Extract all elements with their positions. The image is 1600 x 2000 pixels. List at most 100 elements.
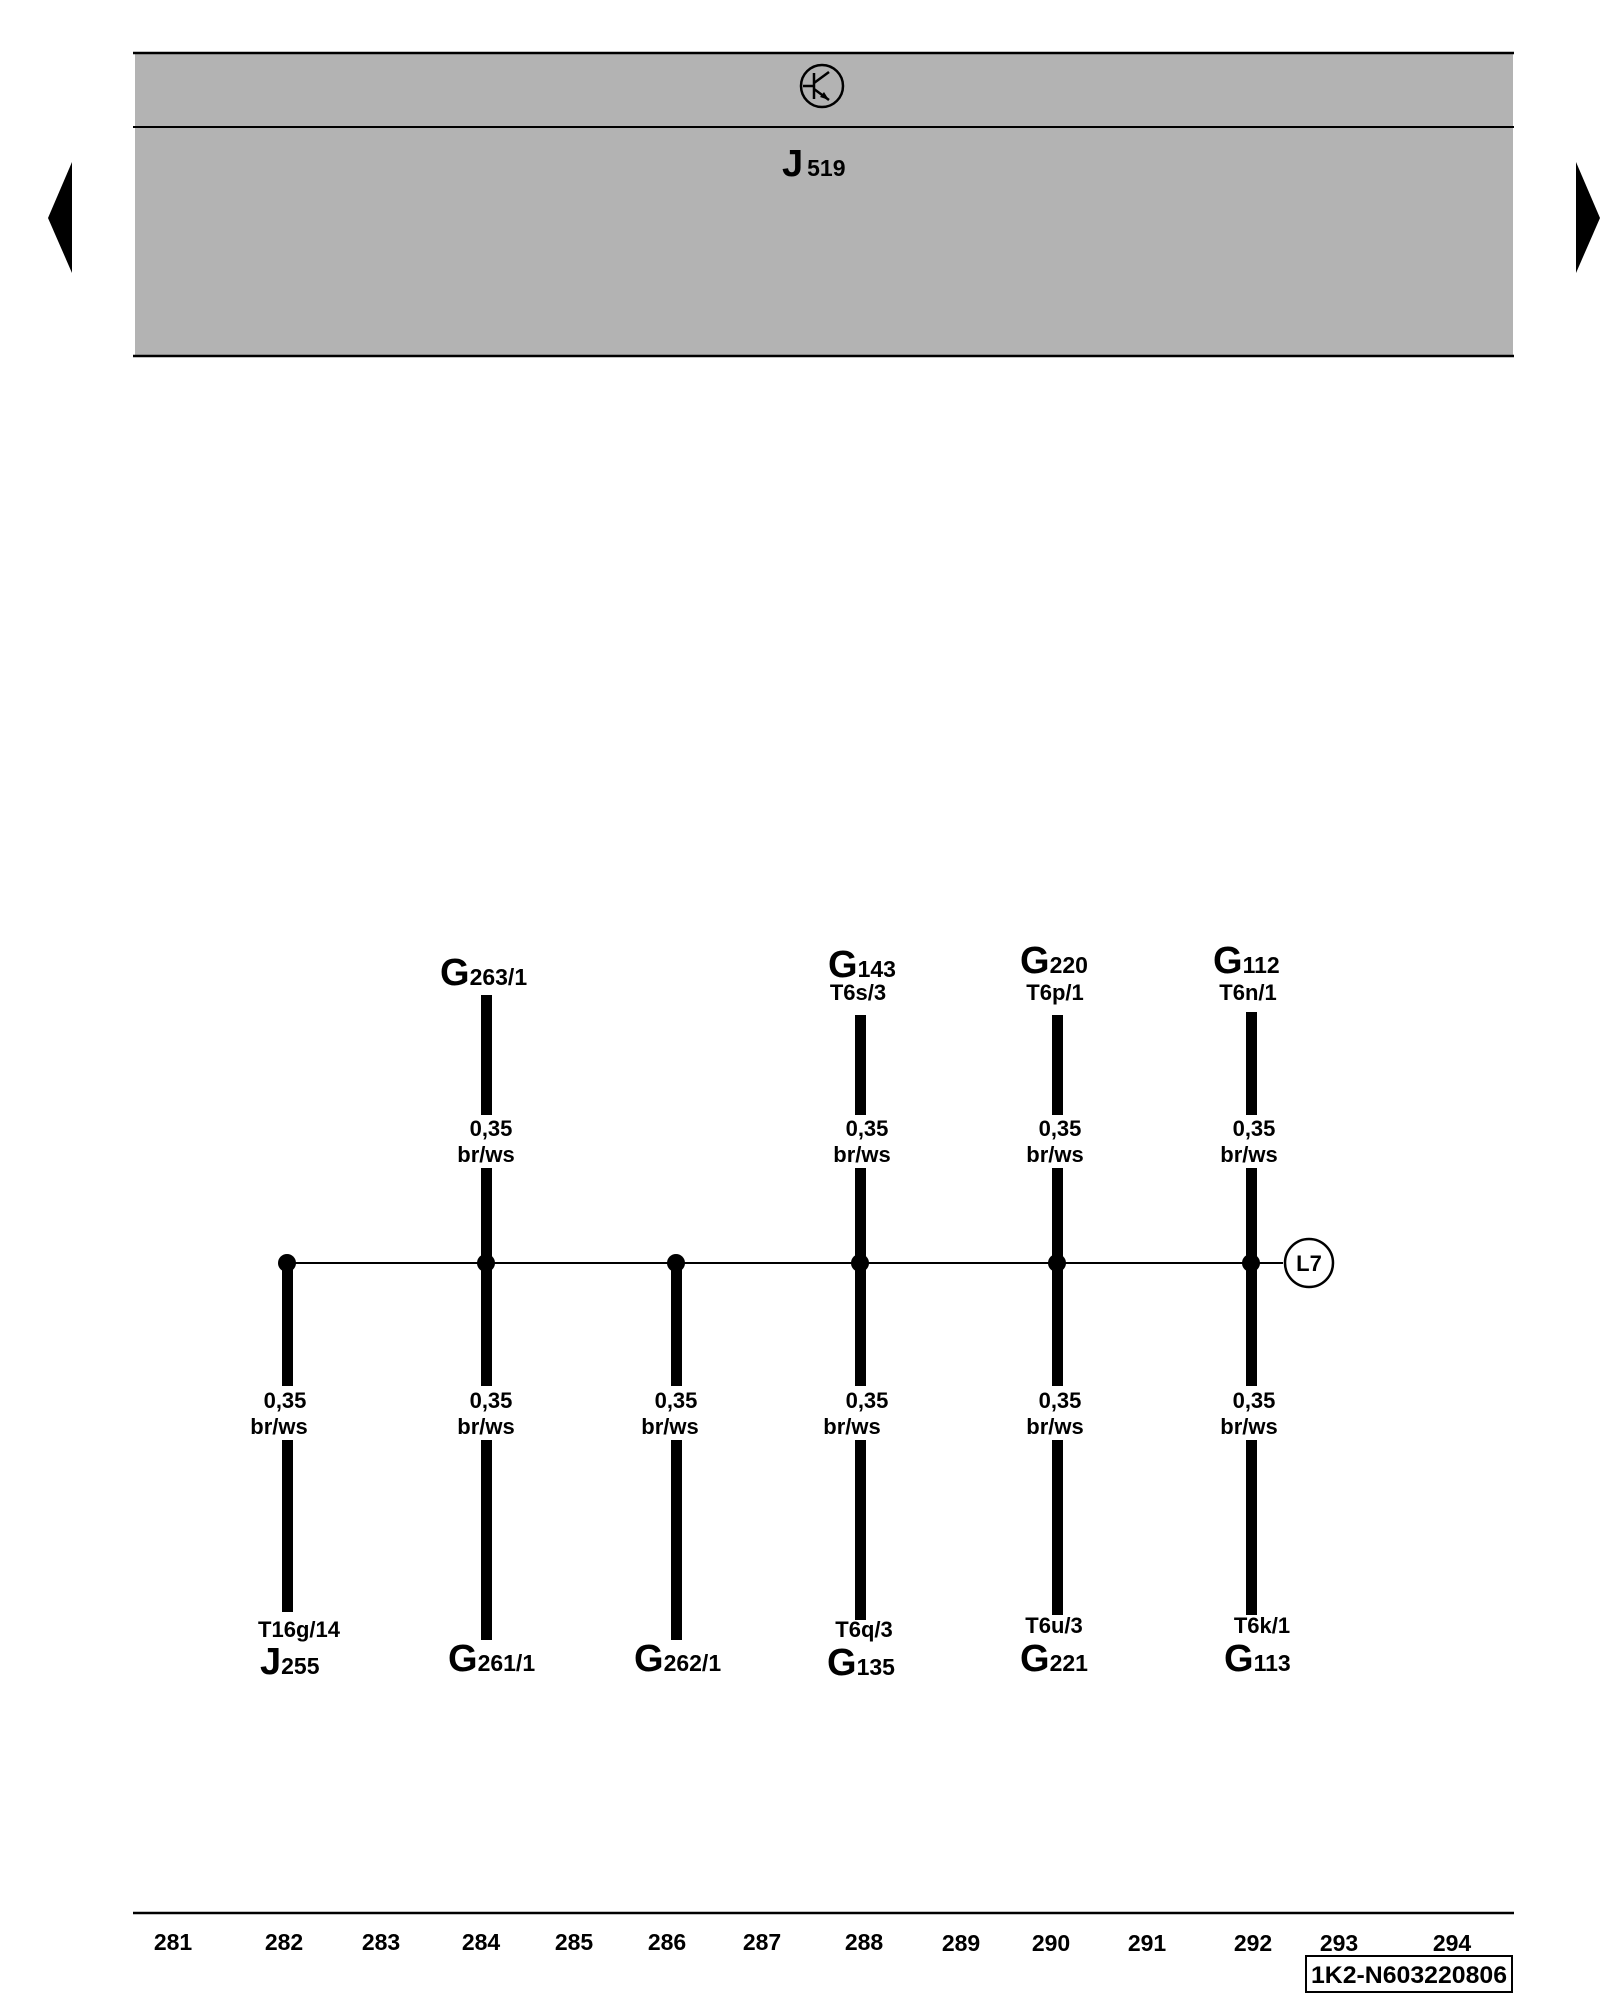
- column-number: 281: [154, 1929, 193, 1955]
- pin-label: T6k/1: [1234, 1613, 1290, 1638]
- pin-label: T6u/3: [1025, 1613, 1082, 1638]
- wire: [282, 1440, 293, 1612]
- component-label: G135: [827, 1642, 895, 1684]
- wire: [1246, 1263, 1257, 1386]
- wire: [671, 1440, 682, 1640]
- wire-color: br/ws: [1026, 1142, 1083, 1167]
- junction-dot: [1242, 1254, 1260, 1272]
- wire: [481, 1440, 492, 1640]
- wire: [1246, 1012, 1257, 1115]
- wire-color: br/ws: [833, 1142, 890, 1167]
- wire-size: 0,35: [470, 1116, 513, 1141]
- transistor-symbol-icon: [799, 63, 845, 109]
- wire-size: 0,35: [470, 1388, 513, 1413]
- pin-label: T6q/3: [835, 1617, 892, 1642]
- junction-dot: [851, 1254, 869, 1272]
- wire-color: br/ws: [1220, 1142, 1277, 1167]
- wire-size: 0,35: [655, 1388, 698, 1413]
- column-number: 283: [362, 1929, 400, 1955]
- wire: [481, 995, 492, 1115]
- column-number: 294: [1433, 1930, 1472, 1956]
- pin-label: T6p/1: [1026, 980, 1083, 1005]
- wire-color: br/ws: [823, 1414, 880, 1439]
- bottom-branch-135: 0,35 br/ws T6q/3 G135: [823, 1263, 895, 1684]
- junction-dot: [278, 1254, 296, 1272]
- wire-color: br/ws: [641, 1414, 698, 1439]
- connector-label: L7: [1296, 1251, 1322, 1276]
- wire: [282, 1263, 293, 1386]
- document-id: 1K2-N603220806: [1311, 1962, 1507, 1989]
- wire-size: 0,35: [1233, 1388, 1276, 1413]
- component-label: G112: [1213, 940, 1280, 982]
- top-branch-220: G220 T6p/1 0,35 br/ws: [1020, 940, 1088, 1263]
- column-numbers: 281 282 283 284 285 286 287 288 289 290 …: [154, 1929, 1472, 1956]
- junction-dots: [278, 1254, 1260, 1272]
- wire-size: 0,35: [1039, 1388, 1082, 1413]
- wire: [855, 1168, 866, 1263]
- component-label: G113: [1224, 1638, 1291, 1680]
- control-unit-number: 519: [807, 155, 845, 181]
- component-label: G263/1: [440, 952, 527, 994]
- junction-dot: [1048, 1254, 1066, 1272]
- wire-color: br/ws: [457, 1142, 514, 1167]
- wire-color: br/ws: [1026, 1414, 1083, 1439]
- wire: [855, 1440, 866, 1620]
- column-number: 287: [743, 1929, 781, 1955]
- pin-label: T6s/3: [830, 980, 886, 1005]
- header-background: [135, 53, 1513, 356]
- bottom-branch-262: 0,35 br/ws G262/1: [634, 1263, 721, 1680]
- wire-color: br/ws: [457, 1414, 514, 1439]
- column-number: 293: [1320, 1930, 1358, 1956]
- wire-size: 0,35: [1233, 1116, 1276, 1141]
- bottom-branch-113: 0,35 br/ws T6k/1 G113: [1220, 1263, 1291, 1680]
- triangle-left-icon[interactable]: [48, 162, 72, 273]
- top-branch-263: G263/1 0,35 br/ws: [440, 952, 527, 1263]
- triangle-right-icon[interactable]: [1576, 162, 1600, 273]
- wire: [855, 1263, 866, 1386]
- bottom-branch-261: 0,35 br/ws G261/1: [448, 1263, 535, 1680]
- wire-size: 0,35: [846, 1388, 889, 1413]
- column-number: 285: [555, 1929, 594, 1955]
- component-label: G262/1: [634, 1638, 721, 1680]
- junction-dot: [667, 1254, 685, 1272]
- bus-connector: L7: [1283, 1237, 1335, 1289]
- component-label: G221: [1020, 1638, 1088, 1680]
- column-number: 286: [648, 1929, 686, 1955]
- component-label: G220: [1020, 940, 1088, 982]
- pin-label: T16g/14: [258, 1617, 341, 1642]
- wire-color: br/ws: [250, 1414, 307, 1439]
- wire: [855, 1015, 866, 1115]
- column-number: 292: [1234, 1930, 1272, 1956]
- wire-size: 0,35: [264, 1388, 307, 1413]
- wire-size: 0,35: [1039, 1116, 1082, 1141]
- wire: [1246, 1168, 1257, 1263]
- junction-dot: [477, 1254, 495, 1272]
- column-number: 291: [1128, 1930, 1167, 1956]
- wire: [671, 1263, 682, 1386]
- wire: [1052, 1440, 1063, 1615]
- wire: [1052, 1015, 1063, 1115]
- wire-size: 0,35: [846, 1116, 889, 1141]
- wire-color: br/ws: [1220, 1414, 1277, 1439]
- bottom-branch-255: 0,35 br/ws T16g/14 J255: [250, 1263, 341, 1683]
- wire: [1052, 1168, 1063, 1263]
- wire: [1246, 1440, 1257, 1615]
- pin-label: T6n/1: [1219, 980, 1276, 1005]
- component-label: G261/1: [448, 1638, 535, 1680]
- column-number: 289: [942, 1930, 980, 1956]
- component-label: G143: [828, 944, 896, 986]
- bottom-branch-221: 0,35 br/ws T6u/3 G221: [1020, 1263, 1088, 1680]
- column-number: 282: [265, 1929, 303, 1955]
- top-branch-143: G143 T6s/3 0,35 br/ws: [828, 944, 896, 1263]
- top-branch-112: G112 T6n/1 0,35 br/ws: [1213, 940, 1280, 1263]
- column-number: 284: [462, 1929, 501, 1955]
- document-id-box: 1K2-N603220806: [1305, 1955, 1513, 1993]
- component-label: J255: [260, 1641, 320, 1683]
- wire: [481, 1168, 492, 1263]
- column-number: 288: [845, 1929, 884, 1955]
- wire: [481, 1263, 492, 1386]
- control-unit-letter: J: [782, 143, 803, 185]
